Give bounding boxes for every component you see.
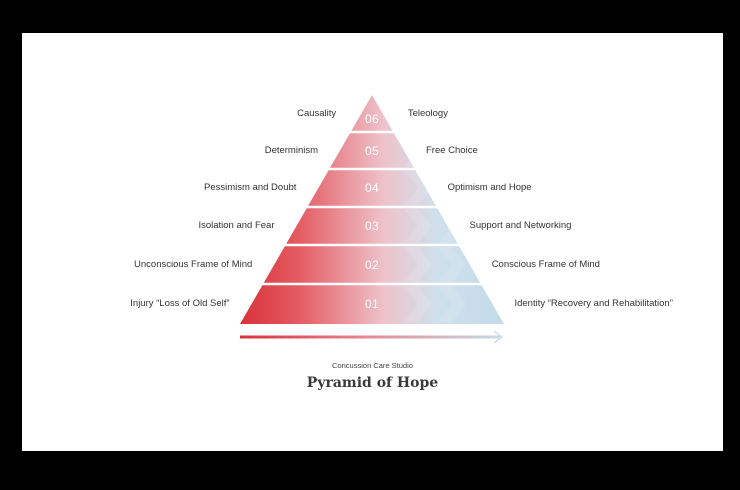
level-left-label: Unconscious Frame of Mind [134,258,253,270]
diagram-subtitle: Concussion Care Studio [332,361,413,370]
pyramid-chevrons [404,134,466,322]
level-right-label: Optimism and Hope [447,182,532,193]
level-number: 03 [365,219,379,233]
level-left-label: Pessimism and Doubt [204,182,297,193]
band-chevron [438,171,466,205]
level-number: 04 [365,181,379,195]
level-number: 06 [365,112,379,126]
level-left-label: Isolation and Fear [198,220,275,231]
band-chevron [438,134,466,167]
diagram-card: 06 Causality Teleology 05 Determinism Free Ch… [22,33,723,451]
band-chevron [404,134,432,167]
level-right-label: Free Choice [425,144,478,156]
level-right-label: Identity “Recovery and Rehabilitation” [514,298,673,309]
band-chevron [404,209,432,243]
band-chevron [404,171,432,205]
level-left-label: Injury “Loss of Old Self” [130,298,230,309]
level-left-label: Determinism [264,144,319,156]
level-right-label: Conscious Frame of Mind [491,258,600,270]
level-right-label: Teleology [407,108,448,119]
band-chevron [438,286,466,322]
band-chevron [404,247,432,282]
band-chevron [404,286,432,322]
diagram-title: Pyramid of Hope [306,375,439,391]
level-number: 05 [365,143,379,158]
band-chevron [438,209,466,243]
level-number: 02 [365,257,379,272]
level-left-label: Causality [297,108,337,119]
level-right-label: Support and Networking [469,220,572,231]
direction-arrow [240,330,503,344]
pyramid-diagram [240,95,504,344]
level-number: 01 [365,297,379,311]
pyramid-body [240,95,504,324]
pyramid-dividers [262,130,482,286]
band-chevron [438,247,466,282]
